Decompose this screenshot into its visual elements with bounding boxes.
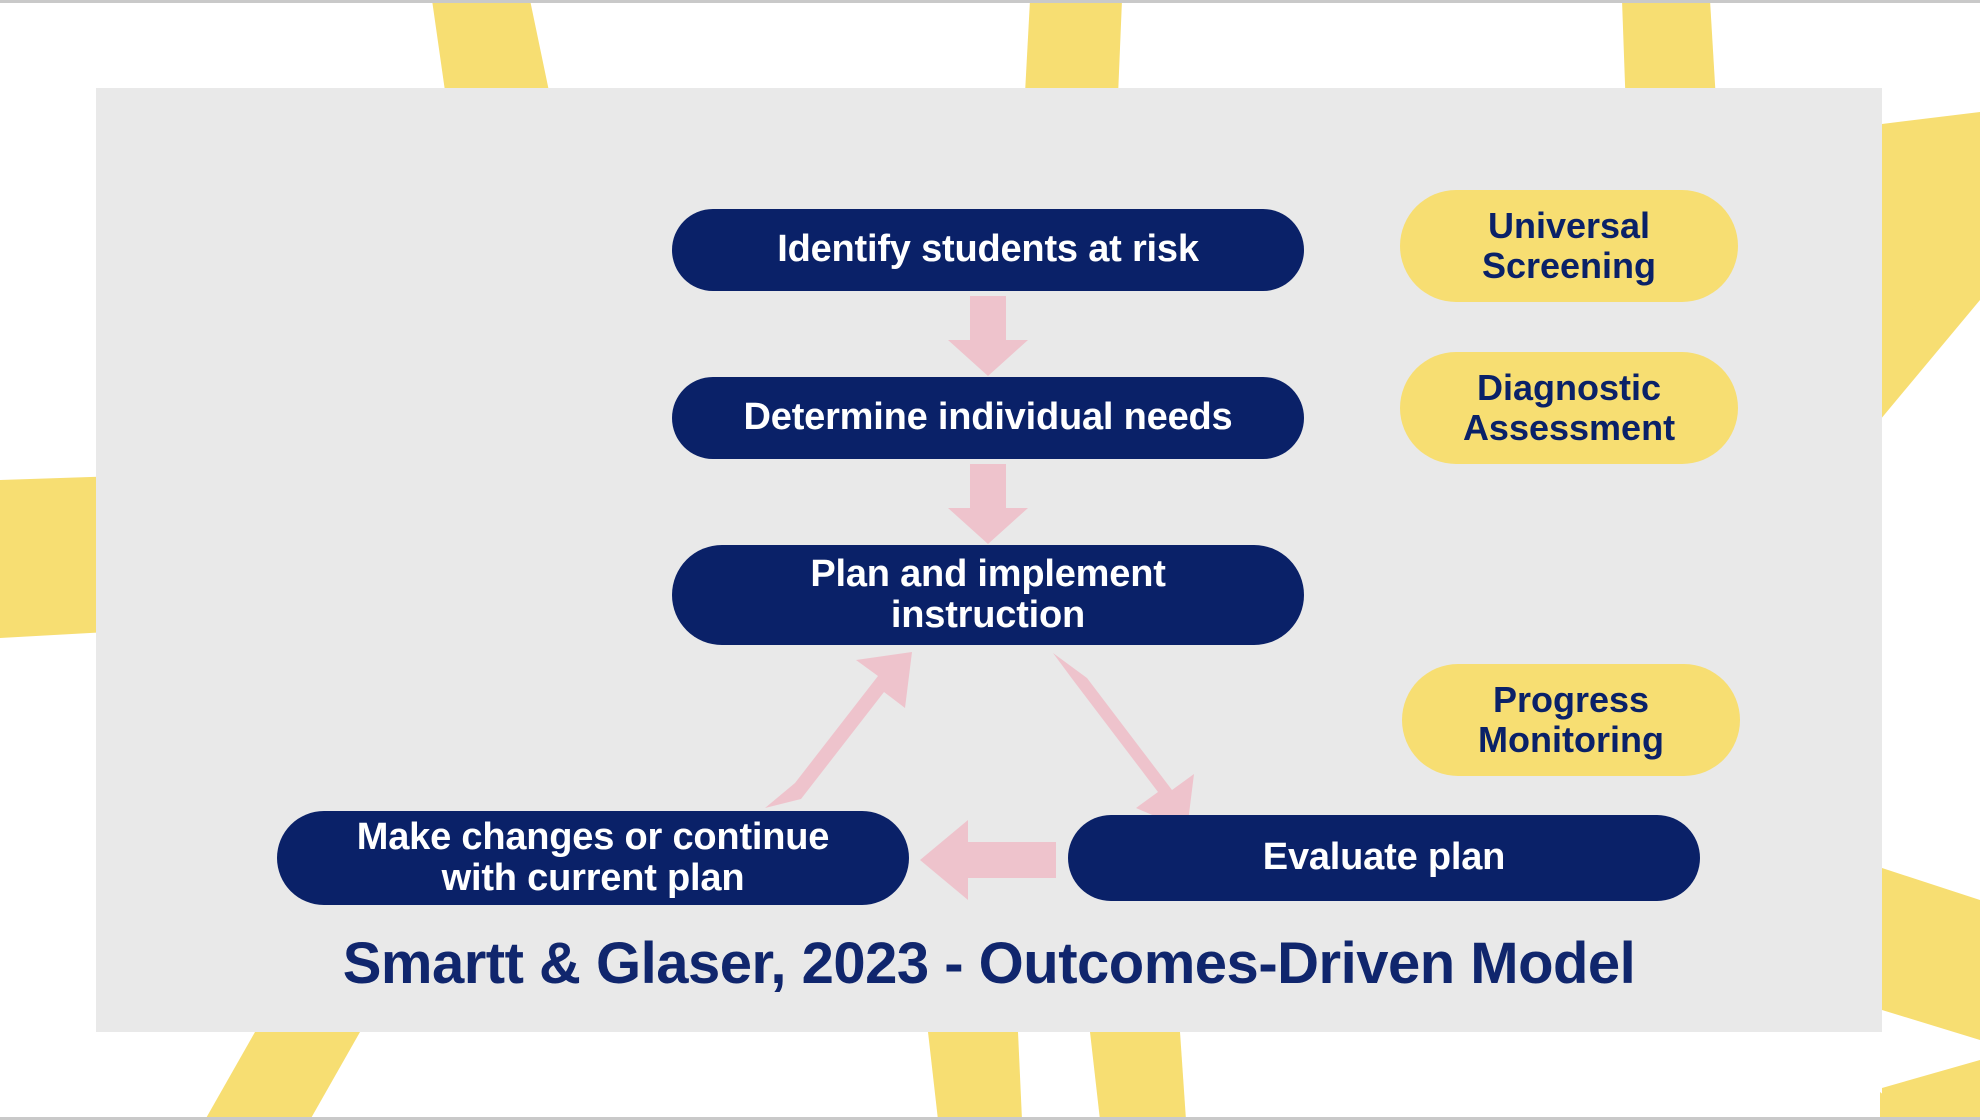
flow-node-identify-students-at-risk[interactable]: Identify students at risk — [672, 209, 1304, 291]
assessment-pill-diagnostic-assessment[interactable]: Diagnostic Assessment — [1400, 352, 1738, 464]
assessment-pill-label: Progress Monitoring — [1478, 679, 1664, 760]
arrow-determine-to-plan-icon — [948, 464, 1028, 544]
arrow-evaluate-to-make-icon — [920, 820, 1056, 900]
arrow-identify-to-determine-icon — [948, 296, 1028, 376]
assessment-pill-progress-monitoring[interactable]: Progress Monitoring — [1402, 664, 1740, 776]
ray-right-4 — [1882, 868, 1980, 1040]
ray-bottom-1 — [205, 1032, 360, 1120]
window-bottom-border — [0, 1117, 1980, 1120]
assessment-pill-universal-screening[interactable]: Universal Screening — [1400, 190, 1738, 302]
ray-bottom-3 — [1090, 1032, 1186, 1120]
flow-node-label: Identify students at risk — [777, 228, 1199, 271]
arrow-plan-to-evaluate-icon — [1053, 653, 1194, 830]
ray-bottom-2 — [928, 1032, 1022, 1120]
slide-caption: Smartt & Glaser, 2023 - Outcomes-Driven … — [342, 931, 1636, 996]
ray-right-3 — [1882, 1060, 1980, 1120]
assessment-pill-label: Universal Screening — [1481, 205, 1657, 286]
flow-node-evaluate-plan[interactable]: Evaluate plan — [1068, 815, 1700, 901]
ray-right-5 — [1882, 112, 1980, 336]
flow-node-label: Make changes or continue with current pl… — [356, 815, 830, 899]
arrow-make-to-plan-icon — [765, 652, 912, 808]
flow-node-make-changes-or-continue[interactable]: Make changes or continue with current pl… — [277, 811, 909, 905]
flow-node-plan-and-implement-instruction[interactable]: Plan and implement instruction — [672, 545, 1304, 645]
assessment-pill-label: Diagnostic Assessment — [1462, 367, 1676, 448]
flow-node-label: Determine individual needs — [743, 396, 1233, 439]
flow-node-label: Evaluate plan — [1262, 836, 1506, 879]
flow-node-determine-individual-needs[interactable]: Determine individual needs — [672, 377, 1304, 459]
window-top-border — [0, 0, 1980, 3]
flow-node-label: Plan and implement instruction — [810, 552, 1166, 636]
